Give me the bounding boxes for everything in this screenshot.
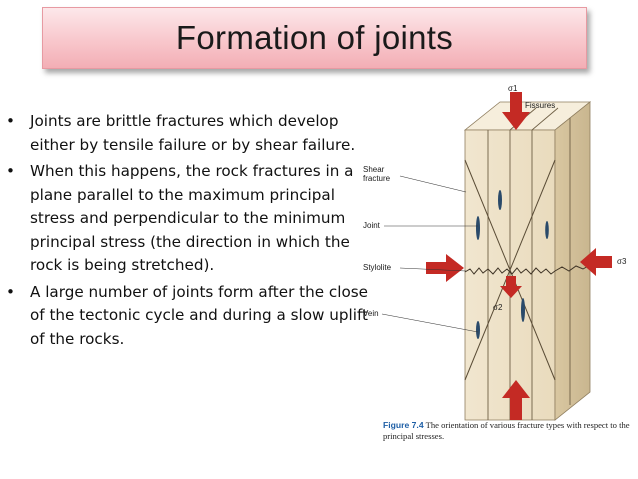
stylolite-line (464, 264, 591, 275)
stress-arrows (426, 92, 612, 420)
block-side-face (554, 101, 591, 421)
slide-title-box: Formation of joints (42, 7, 587, 69)
figure-caption-text: The orientation of various fracture type… (383, 420, 630, 441)
sigma3-right-arrow (580, 248, 612, 276)
sigma3-label: σ3 (617, 257, 627, 266)
sigma1-bottom-arrow (502, 380, 530, 420)
shear-label: Shear (363, 165, 385, 174)
bullet-list: • Joints are brittle fractures which deve… (6, 110, 374, 354)
sigma1-top-arrow (502, 92, 530, 130)
vein-label: Vein (363, 309, 379, 318)
bullet-text: When this happens, the rock fractures in… (30, 162, 354, 274)
bullet-item: • When this happens, the rock fractures i… (6, 160, 374, 278)
sigma3-left-arrow (426, 254, 464, 282)
bullet-dot: • (6, 282, 15, 301)
sigma2-arrow (500, 276, 522, 298)
bullet-dot: • (6, 112, 15, 130)
rock-block-diagram: σ1 Fissures Shear fracture Joint Styloli… (363, 84, 627, 421)
joint-label: Joint (363, 221, 381, 230)
bullet-dot: • (6, 162, 15, 180)
bullet-item: • A large number of joints form after the… (6, 281, 374, 352)
bullet-item: • Joints are brittle fractures which deve… (6, 110, 374, 157)
fracture-label: fracture (363, 174, 391, 183)
bullet-text: Joints are brittle fractures which devel… (30, 112, 356, 154)
figure-number: Figure 7.4 (383, 420, 424, 430)
fissures-label: Fissures (525, 101, 555, 110)
bullet-text: A large number of joints form after the … (30, 282, 369, 348)
vein-marks (476, 190, 549, 339)
label-leader-lines (381, 175, 479, 333)
sigma2-label: σ2 (493, 303, 503, 312)
figure-caption: Figure 7.4 The orientation of various fr… (383, 420, 633, 442)
slide-title: Formation of joints (175, 19, 454, 56)
stylolite-label: Stylolite (363, 263, 392, 272)
fracture-figure: σ1 Fissures Shear fracture Joint Styloli… (360, 80, 638, 460)
sigma1-label: σ1 (508, 84, 518, 93)
shear-fracture-lines (464, 159, 556, 381)
